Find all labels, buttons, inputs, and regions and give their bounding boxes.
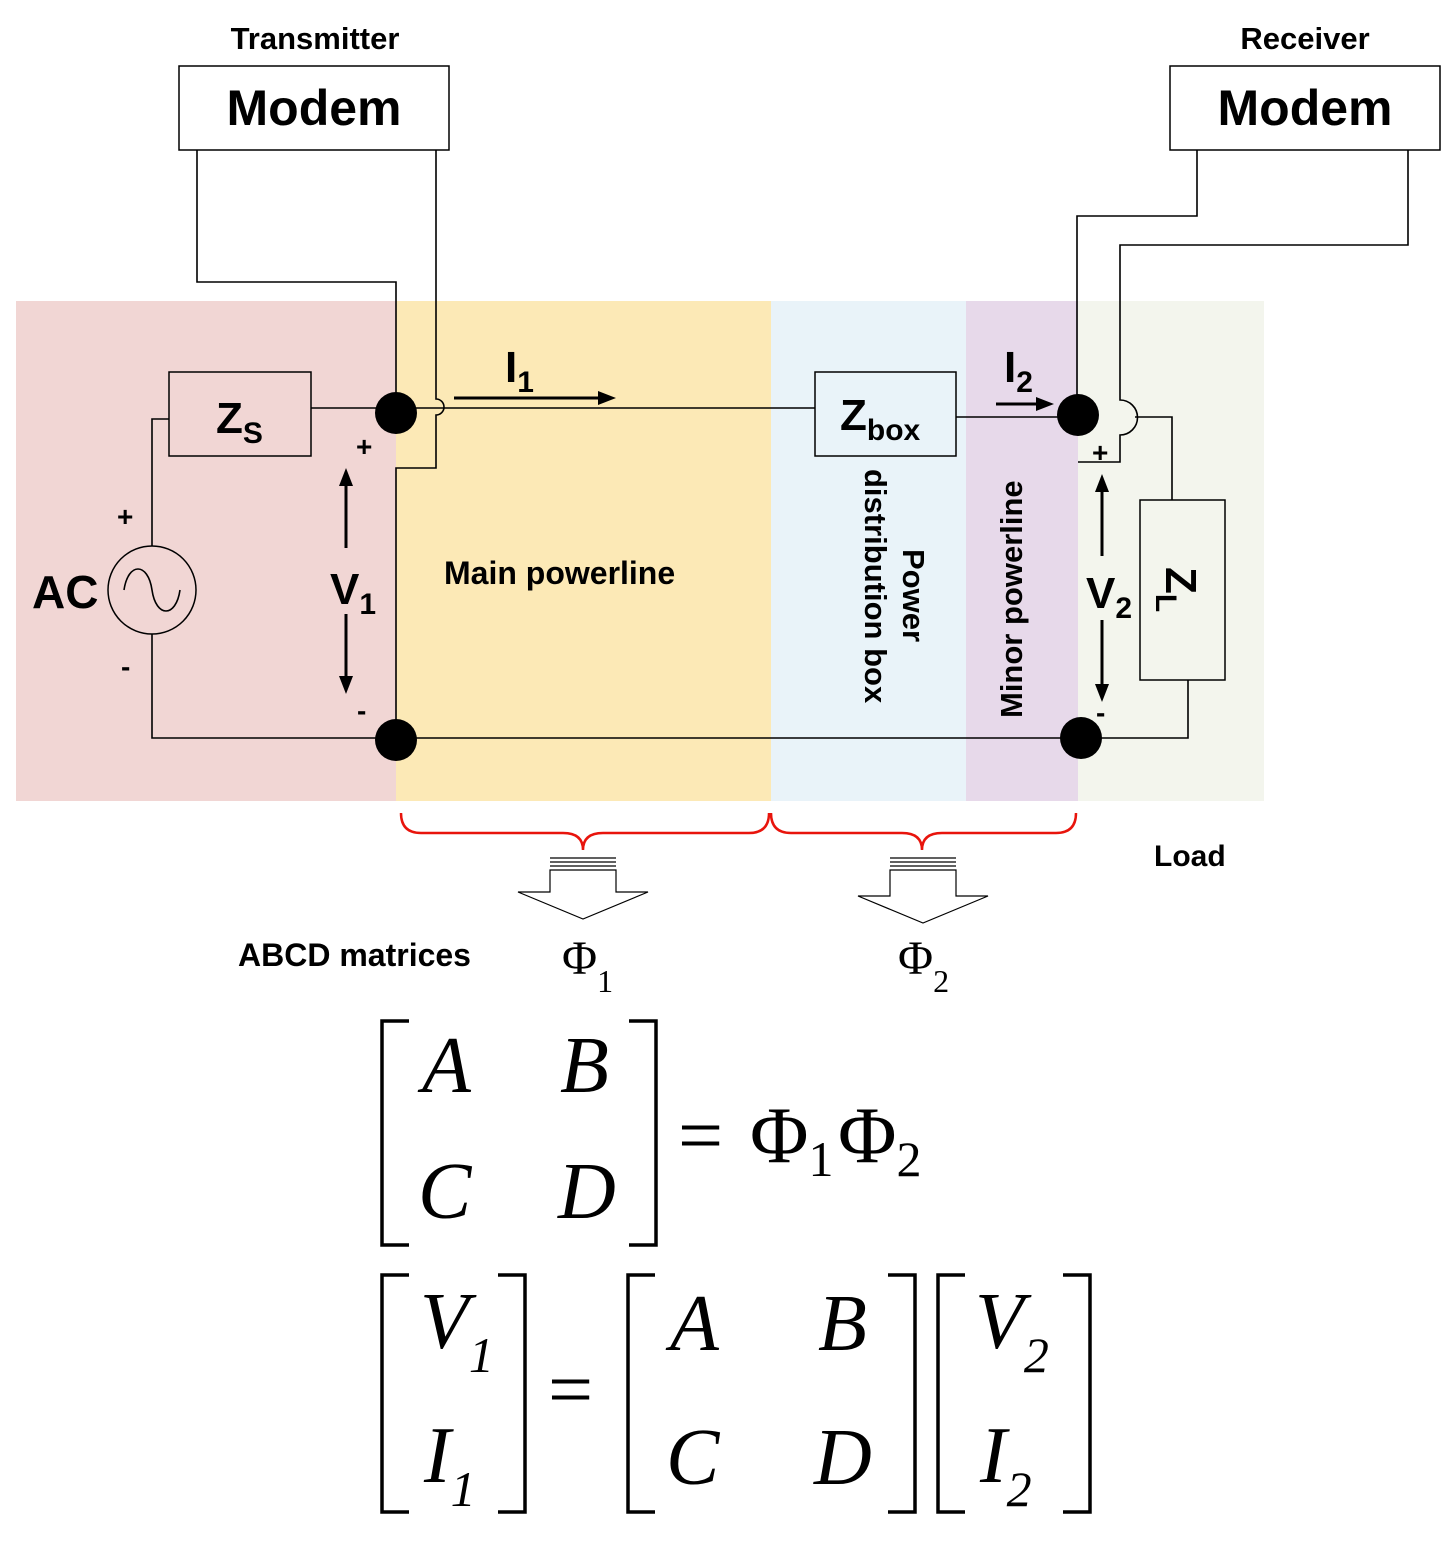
- source-bottom-wire: [151, 634, 396, 739]
- distribution-box-label-line1: Power: [896, 549, 931, 642]
- receiver-modem-box: [1169, 65, 1441, 151]
- receiver-wire-left: [1076, 150, 1198, 413]
- ac-sine-icon: [123, 568, 181, 612]
- eq1-d: D: [557, 1148, 616, 1236]
- eq2-matrix-left-bracket: [626, 1273, 655, 1514]
- eq2-b: B: [818, 1280, 867, 1368]
- eq1-c: C: [418, 1148, 473, 1236]
- transmitter-caption: Transmitter: [231, 21, 400, 56]
- minor-powerline-label: Minor powerline: [994, 480, 1029, 718]
- eq2-c: C: [666, 1414, 721, 1502]
- node-v2-top: [1057, 394, 1099, 436]
- phi2-hollow-arrow: [857, 857, 989, 924]
- eq1-right-bracket: [629, 1019, 658, 1247]
- eq2-i1: I1: [423, 1412, 476, 1517]
- transmitter-wire-left: [196, 150, 397, 413]
- eq2-matrix-right-bracket: [888, 1273, 917, 1514]
- transmitter-modem-label: Modem: [227, 80, 402, 136]
- phi2-label: Φ2: [898, 932, 949, 999]
- zs-label: ZS: [216, 394, 263, 450]
- v1-arrowhead-down: [339, 676, 353, 694]
- distribution-box-label-line2: distribution box: [858, 469, 893, 704]
- v1-minus: -: [357, 695, 366, 726]
- eq2-lhs-left-bracket: [380, 1273, 409, 1514]
- v2-plus: +: [1092, 437, 1108, 468]
- i2-label: I2: [1004, 343, 1033, 399]
- eq1-phi2: Φ2: [838, 1092, 921, 1187]
- transmitter-wire-right: [395, 150, 445, 738]
- zl-box: [1139, 499, 1226, 681]
- eq2-a: A: [665, 1280, 720, 1368]
- i1-arrowhead: [598, 391, 616, 405]
- zbox-box: [814, 371, 957, 457]
- zbox-label: Zbox: [840, 391, 921, 447]
- eq1-left-bracket: [380, 1019, 409, 1247]
- receiver-wire-right: [1078, 150, 1409, 463]
- v1-plus: +: [356, 431, 372, 462]
- distribution-box-region: [771, 301, 966, 801]
- equation-2: V1 I1 = A B C D V2 I2: [380, 1273, 1092, 1517]
- i2-arrowhead: [1036, 397, 1054, 411]
- ac-label: AC: [32, 566, 98, 618]
- abcd-caption: ABCD matrices: [238, 937, 471, 973]
- eq2-i2: I2: [979, 1412, 1032, 1517]
- load-region: [1078, 301, 1264, 801]
- node-v1-top: [375, 392, 417, 434]
- ac-minus: -: [121, 651, 130, 682]
- main-line-brace: [399, 812, 771, 851]
- v2-label: V2: [1086, 569, 1132, 625]
- equation-1: A B C D = Φ1 Φ2: [380, 1019, 921, 1247]
- source-region: [16, 301, 396, 801]
- eq2-rhs-left-bracket: [936, 1273, 965, 1514]
- receiver-caption: Receiver: [1240, 21, 1369, 56]
- v1-arrowhead-up: [339, 468, 353, 486]
- zs-box: [168, 371, 312, 457]
- node-v1-bottom: [375, 719, 417, 761]
- receiver-modem-label: Modem: [1218, 80, 1393, 136]
- v2-minus: -: [1096, 697, 1105, 728]
- eq2-v1: V1: [420, 1278, 494, 1383]
- eq1-equals: =: [678, 1092, 723, 1180]
- minor-powerline-region: [966, 301, 1078, 801]
- ac-source-symbol: [107, 545, 197, 635]
- box-line-brace: [769, 812, 1078, 851]
- eq2-d: D: [813, 1414, 872, 1502]
- phi1-hollow-arrow: [517, 857, 649, 920]
- v2-arrowhead-up: [1095, 474, 1109, 492]
- phi1-label: Φ1: [562, 932, 613, 999]
- eq2-equals: =: [548, 1346, 593, 1434]
- eq2-rhs-right-bracket: [1063, 1273, 1092, 1514]
- ac-plus: +: [117, 501, 133, 532]
- eq1-a: A: [417, 1022, 472, 1110]
- source-top-wire: [151, 418, 169, 546]
- eq1-b: B: [560, 1022, 609, 1110]
- zl-label: ZL: [1149, 567, 1205, 612]
- v2-arrowhead-down: [1095, 684, 1109, 702]
- node-v2-bottom: [1060, 717, 1102, 759]
- eq2-lhs-right-bracket: [498, 1273, 527, 1514]
- main-powerline-label: Main powerline: [444, 555, 675, 591]
- load-top-wire: [1135, 416, 1173, 500]
- main-powerline-region: [396, 301, 771, 801]
- load-bottom-wire: [1078, 680, 1189, 739]
- v1-label: V1: [330, 565, 376, 621]
- transmitter-modem-box: [178, 65, 450, 151]
- eq2-v2: V2: [975, 1278, 1049, 1383]
- distribution-box-label: Power distribution box: [858, 469, 931, 704]
- i1-label: I1: [505, 343, 534, 399]
- eq1-phi1: Φ1: [750, 1092, 833, 1187]
- load-label: Load: [1154, 840, 1226, 873]
